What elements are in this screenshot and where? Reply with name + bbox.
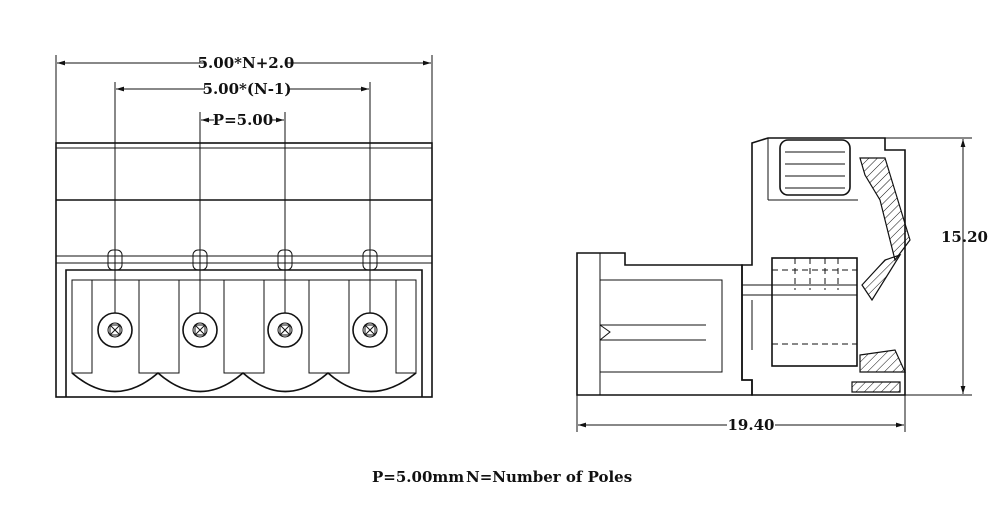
side-screw-head-icon <box>779 139 851 196</box>
dim-pitch: P=5.00 <box>201 111 284 129</box>
side-plug-cavity <box>600 279 723 373</box>
dim-pole-span: 5.00*(N-1) <box>116 80 369 98</box>
side-contact-leg <box>741 300 753 350</box>
side-hatched-base <box>851 381 901 393</box>
side-contact-strip <box>742 284 857 296</box>
front-separator-walls <box>71 279 417 374</box>
dim-depth-label: 19.40 <box>728 416 775 434</box>
side-main-body <box>741 137 906 396</box>
side-pin <box>599 324 706 341</box>
side-view: 15.20 19.40 <box>576 137 988 434</box>
front-extension-lines <box>55 55 433 313</box>
front-screws <box>97 312 388 348</box>
front-interlock-bumps <box>56 249 432 271</box>
side-extension-lines <box>576 137 972 432</box>
side-plug-body <box>576 252 753 396</box>
dim-pitch-label: P=5.00 <box>213 111 273 129</box>
screw-head-icon <box>267 312 303 348</box>
screw-head-icon <box>352 312 388 348</box>
side-hatched-wall-top <box>859 157 911 262</box>
dim-overall-width: 5.00*N+2.0 <box>57 54 431 72</box>
side-screw-clamp <box>771 257 858 367</box>
dim-span-label: 5.00*(N-1) <box>203 80 292 98</box>
notes: P=5.00mm N=Number of Poles <box>372 468 632 486</box>
pitch-note: P=5.00mm <box>372 468 464 486</box>
side-hatched-latch <box>861 253 902 302</box>
front-body-outline <box>55 142 433 398</box>
side-hatched-wall-bottom <box>859 349 906 373</box>
screw-head-icon <box>97 312 133 348</box>
dim-height-label: 15.20 <box>941 228 988 246</box>
poles-note: N=Number of Poles <box>466 468 632 486</box>
front-view: 5.00*N+2.0 5.00*(N-1) P=5.00 <box>55 54 433 398</box>
front-terminal-housing <box>65 269 423 397</box>
dim-depth: 19.40 <box>578 416 904 434</box>
screw-head-icon <box>182 312 218 348</box>
dim-overall-label: 5.00*N+2.0 <box>198 54 295 72</box>
dim-height: 15.20 <box>941 139 988 394</box>
front-scalloped-bottom <box>71 371 417 393</box>
